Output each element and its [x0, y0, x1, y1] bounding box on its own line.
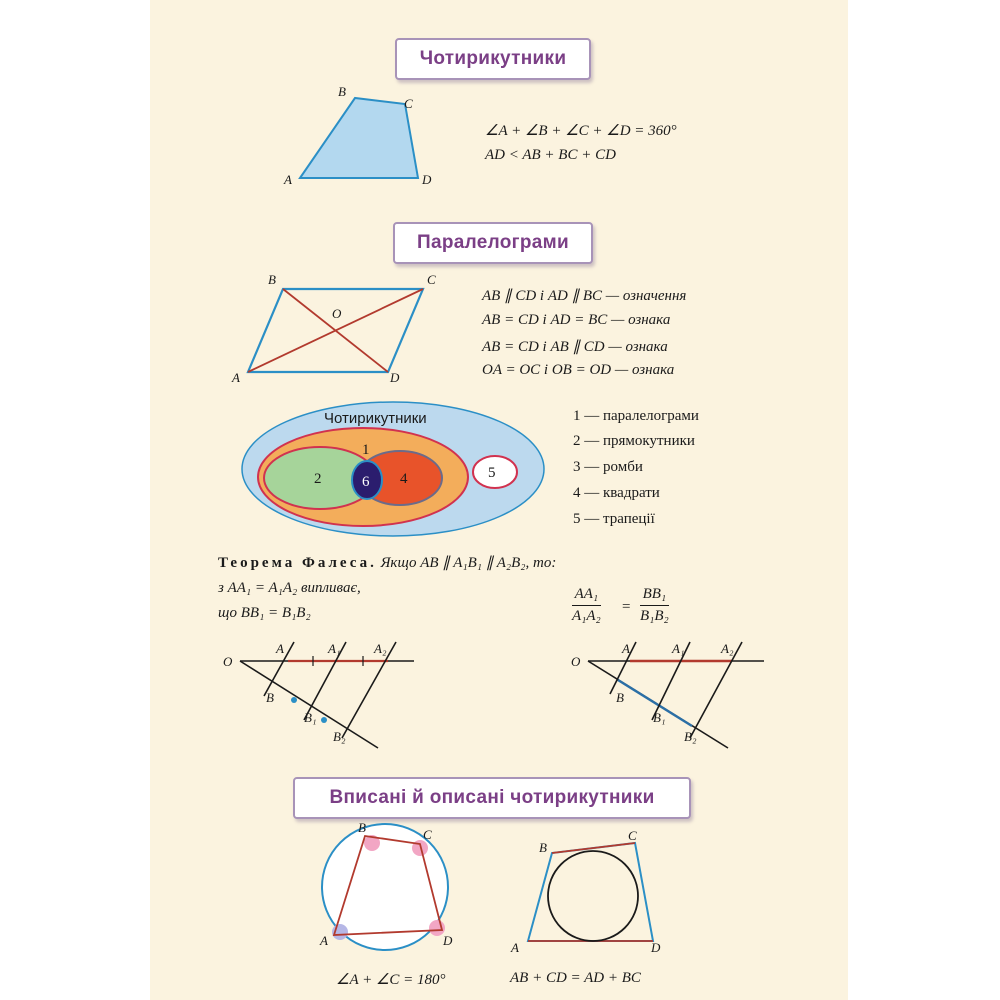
- vertex-label-a: A: [319, 933, 328, 948]
- inscribed-quadrilateral-figure: A B C D: [319, 820, 453, 951]
- vertex-label-c: C: [404, 96, 413, 111]
- point-label-a1: A₁: [327, 641, 340, 656]
- ratio-right-numerator: BB₁: [642, 586, 667, 602]
- point-label-b1: B₁: [304, 710, 316, 725]
- venn-title: Чотирикутники: [324, 410, 427, 427]
- region-label-2: 2: [314, 471, 322, 487]
- parallelogram-figure: A B C D O: [231, 272, 436, 385]
- legend-item-1: 1 — паралелограми: [573, 408, 699, 424]
- ratio-left-denominator: A₁A₂: [572, 608, 601, 624]
- inscribed-circle: [547, 850, 639, 942]
- vertex-label-b: B: [338, 84, 346, 99]
- circumscribed-quadrilateral: [526, 841, 655, 942]
- region-label-6: 6: [362, 474, 370, 490]
- squares-set: [351, 460, 383, 500]
- circumscribed-side-formula: AB + CD = AD + BC: [510, 970, 641, 986]
- point-label-o: O: [223, 654, 233, 669]
- thales-statement: Теорема Фалеса. Якщо AB ∥ A₁B₁ ∥ A₂B₂, т…: [218, 553, 556, 572]
- legend-item-5: 5 — трапеції: [573, 511, 655, 527]
- point-label-b2: B₂: [684, 729, 697, 744]
- point-label-b: B: [616, 690, 624, 705]
- diagonal-bd: [282, 288, 389, 373]
- ratio-left-numerator: AA₁: [574, 586, 599, 602]
- quadrilateral-figure: A B C D: [283, 84, 432, 187]
- line-a1b1: [651, 641, 691, 721]
- thales-figure-right: O A A₁ A₂ B B₁ B₂: [571, 641, 764, 749]
- line-a1b1: [303, 641, 347, 721]
- point-label-o: O: [571, 654, 581, 669]
- line-a2b2: [689, 641, 743, 739]
- legend-item-4: 4 — квадрати: [573, 485, 660, 501]
- line-ab: [609, 641, 637, 695]
- inscribed-circumscribed-heading: Вписані й описані чотирикутники: [293, 777, 691, 819]
- vertex-label-a: A: [283, 172, 292, 187]
- tick-dot-2: [321, 717, 327, 723]
- ratio-right: BB₁ B₁B₂: [640, 586, 669, 625]
- point-label-a1: A₁: [671, 641, 684, 656]
- line-a2b2: [341, 641, 397, 739]
- ray-ob: [239, 660, 379, 749]
- quadrilateral-venn-diagram: Чотирикутники 1 2 4 5 6: [241, 401, 545, 537]
- point-label-b2: B₂: [333, 729, 346, 744]
- angle-sum-formula: ∠A + ∠B + ∠C + ∠D = 360°: [485, 123, 677, 139]
- ratio-right-denominator: B₁B₂: [640, 608, 669, 624]
- vertex-label-b: B: [358, 820, 366, 835]
- vertex-label-b: B: [268, 272, 276, 287]
- ratio-left: AA₁ A₁A₂: [572, 586, 601, 625]
- side-bc: [551, 842, 636, 854]
- point-label-a: A: [275, 641, 284, 656]
- region-label-4: 4: [400, 471, 408, 487]
- side-inequality-formula: AD < AB + BC + CD: [485, 147, 616, 163]
- vertex-label-c: C: [423, 827, 432, 842]
- vertex-label-c: C: [427, 272, 436, 287]
- point-label-a: A: [621, 641, 630, 656]
- vertex-label-c: C: [628, 828, 637, 843]
- circumscribed-circle: [321, 823, 449, 951]
- parallelogram-definition: AB ∥ CD і AD ∥ BC — означення: [482, 288, 687, 304]
- thales-condition: Якщо AB ∥ A₁B₁ ∥ A₂B₂, то:: [380, 555, 557, 571]
- quadrilaterals-heading: Чотирикутники: [395, 38, 591, 80]
- legend-item-2: 2 — прямокутники: [573, 433, 695, 449]
- point-label-a2: A₂: [720, 641, 734, 656]
- thales-theorem-name: Теорема Фалеса.: [218, 555, 377, 571]
- inscribed-angle-formula: ∠A + ∠C = 180°: [336, 972, 446, 988]
- ratio-left-bar: [572, 605, 601, 606]
- vertex-label-d: D: [442, 933, 453, 948]
- point-label-a2: A₂: [373, 641, 387, 656]
- point-label-b: B: [266, 690, 274, 705]
- vertex-label-a: A: [510, 940, 519, 955]
- quadrilateral-shape: [298, 96, 420, 179]
- ratio-right-bar: [640, 605, 669, 606]
- vertex-label-d: D: [421, 172, 432, 187]
- legend-item-3: 3 — ромби: [573, 459, 643, 475]
- circumscribed-quadrilateral-figure: A B C D: [510, 828, 661, 955]
- thales-conclusion: що BB₁ = B₁B₂: [218, 605, 311, 621]
- parallelogram-sign-1: AB = CD і AD = BC — ознака: [482, 312, 671, 328]
- parallelogram-sign-2: AB = CD і AB ∥ CD — ознака: [482, 339, 668, 355]
- center-label-o: O: [332, 306, 342, 321]
- vertex-label-d: D: [650, 940, 661, 955]
- vertex-label-b: B: [539, 840, 547, 855]
- line-ab: [263, 641, 295, 697]
- trapezoids-set: [472, 455, 518, 489]
- parallelogram-sign-3: OA = OC і OB = OD — ознака: [482, 362, 675, 378]
- thales-figure-left: O A A₁ A₂ B B₁ B₂: [223, 641, 414, 749]
- thales-implication: з AA₁ = A₁A₂ випливає,: [218, 580, 361, 596]
- point-label-b1: B₁: [653, 710, 665, 725]
- vertex-label-d: D: [389, 370, 400, 385]
- inscribed-quadrilateral: [332, 834, 444, 936]
- vertex-label-a: A: [231, 370, 240, 385]
- region-label-5: 5: [488, 465, 496, 481]
- ratio-equals: =: [622, 599, 631, 615]
- segment-bb2: [617, 678, 693, 728]
- angle-mark-b: [364, 835, 380, 851]
- tick-dot-1: [291, 697, 297, 703]
- parallelograms-heading: Паралелограми: [393, 222, 593, 264]
- region-label-1: 1: [362, 442, 370, 458]
